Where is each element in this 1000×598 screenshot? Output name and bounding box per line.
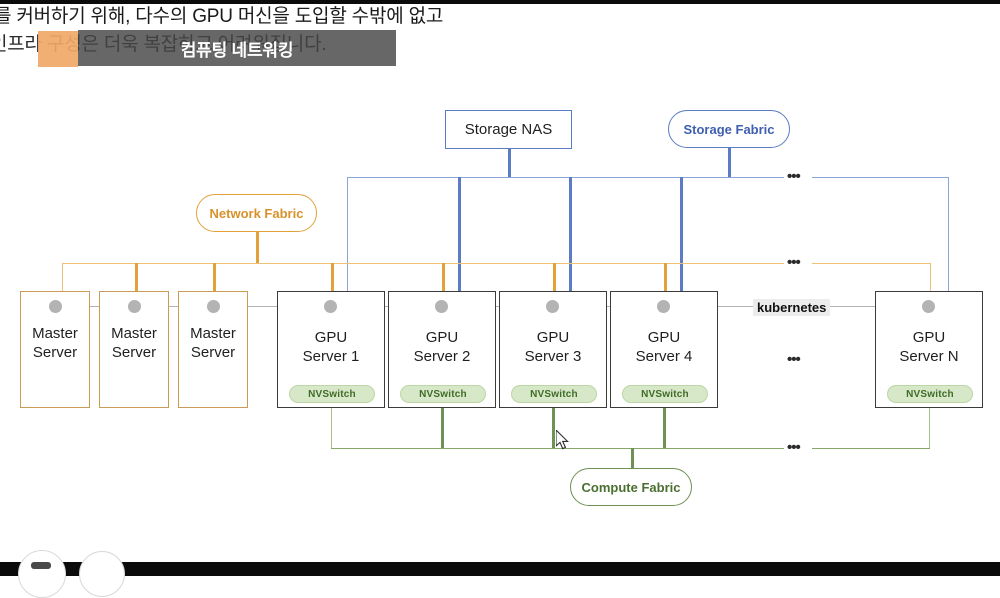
kubernetes-label: kubernetes <box>753 299 831 316</box>
storage-nas-drop-line <box>508 149 511 178</box>
storage-fabric-node[interactable]: Storage Fabric <box>668 110 790 148</box>
storage-bus-right-elbow <box>948 177 949 291</box>
master-server-3-line-2: Server <box>190 344 236 361</box>
gpu-server-1-nvswitch: NVSwitch <box>289 385 375 403</box>
storage-bus-ellipsis: ••• <box>787 168 801 185</box>
caption-text: 컴퓨팅 네트워킹 <box>180 40 294 60</box>
storage-nas-label: Storage NAS <box>464 121 553 138</box>
compute-fabric-drop-line <box>631 448 634 470</box>
storage-drop-gpu-2 <box>458 177 461 291</box>
server-row-ellipsis: ••• <box>787 351 801 368</box>
gpu-server-2-node-dot <box>435 300 448 313</box>
network-fabric-drop-line <box>256 232 259 263</box>
compute-drop-gpu-4 <box>663 408 666 448</box>
compute-drop-gpu-2 <box>441 408 444 448</box>
compute-bus-right <box>812 448 930 449</box>
player-avatar-bubble-1[interactable] <box>18 550 66 598</box>
video-letterbox-top <box>0 0 1000 4</box>
compute-drop-gpu-n <box>929 408 930 448</box>
compute-fabric-label: Compute Fabric <box>581 479 681 495</box>
network-bus-left-elbow <box>62 263 63 291</box>
network-fabric-label: Network Fabric <box>209 205 304 221</box>
gpu-server-3-line-2: Server 3 <box>524 348 582 365</box>
storage-drop-gpu-3 <box>569 177 572 291</box>
gpu-server-2-line-1: GPU <box>425 329 459 346</box>
network-bus-right <box>812 263 930 264</box>
player-avatar-bubble-1-inner <box>31 562 51 569</box>
network-drop-gpu-3 <box>553 263 556 291</box>
storage-fabric-drop-line <box>728 148 731 178</box>
master-server-2-node-dot <box>128 300 141 313</box>
network-bus-left <box>62 263 784 264</box>
caption-overlay: 컴퓨팅 네트워킹 <box>78 30 396 66</box>
storage-bus-left-elbow <box>347 177 348 291</box>
gpu-server-4-node-dot <box>657 300 670 313</box>
storage-nas-node[interactable]: Storage NAS <box>445 110 572 149</box>
gpu-server-2-nvswitch: NVSwitch <box>400 385 486 403</box>
compute-bus-ellipsis: ••• <box>787 439 801 456</box>
gpu-server-n-nvswitch-label: NVSwitch <box>906 388 954 400</box>
gpu-server-n-line-1: GPU <box>912 329 946 346</box>
network-fabric-node[interactable]: Network Fabric <box>196 194 317 232</box>
master-server-3-line-1: Master <box>190 325 236 342</box>
gpu-server-1-nvswitch-label: NVSwitch <box>308 388 356 400</box>
network-drop-gpu-1 <box>331 263 334 291</box>
player-avatar-bubble-2[interactable] <box>79 551 125 597</box>
video-letterbox-bottom <box>0 562 1000 576</box>
gpu-server-3-nvswitch-label: NVSwitch <box>530 388 578 400</box>
gpu-server-3-line-1: GPU <box>536 329 570 346</box>
network-drop-master-2 <box>213 263 216 291</box>
compute-fabric-node[interactable]: Compute Fabric <box>570 468 692 506</box>
storage-bus-left <box>347 177 784 178</box>
network-bus-right-elbow <box>930 263 931 291</box>
mouse-cursor-icon <box>556 430 569 450</box>
master-server-1-line-2: Server <box>32 344 78 361</box>
orange-highlight-marker <box>38 31 78 67</box>
network-bus-ellipsis: ••• <box>787 254 801 271</box>
gpu-server-2-nvswitch-label: NVSwitch <box>419 388 467 400</box>
gpu-server-1-line-1: GPU <box>314 329 348 346</box>
gpu-server-1-line-2: Server 1 <box>302 348 360 365</box>
gpu-server-4-nvswitch-label: NVSwitch <box>641 388 689 400</box>
gpu-server-n-node-dot <box>922 300 935 313</box>
compute-bus-left <box>331 448 784 449</box>
gpu-server-n-line-2: Server N <box>899 348 959 365</box>
gpu-server-1-node-dot <box>324 300 337 313</box>
master-server-2-line-2: Server <box>111 344 157 361</box>
gpu-server-3-node-dot <box>546 300 559 313</box>
gpu-server-2-line-2: Server 2 <box>413 348 471 365</box>
storage-bus-right <box>812 177 949 178</box>
storage-fabric-label: Storage Fabric <box>683 121 775 137</box>
compute-drop-gpu-1 <box>331 408 332 448</box>
gpu-server-n-nvswitch: NVSwitch <box>887 385 973 403</box>
gpu-server-4-line-2: Server 4 <box>635 348 693 365</box>
network-drop-gpu-4 <box>664 263 667 291</box>
network-drop-master-3 <box>135 263 138 291</box>
storage-drop-gpu-4 <box>680 177 683 291</box>
slide-text-line-1: 를 커버하기 위해, 다수의 GPU 머신을 도입할 수밖에 없고 <box>0 6 444 27</box>
gpu-server-3-nvswitch: NVSwitch <box>511 385 597 403</box>
master-server-1-node-dot <box>49 300 62 313</box>
master-server-1-line-1: Master <box>32 325 78 342</box>
gpu-server-4-nvswitch: NVSwitch <box>622 385 708 403</box>
gpu-server-3[interactable]: GPU Server 3 NVSwitch <box>499 291 607 408</box>
compute-drop-gpu-3 <box>552 408 555 448</box>
network-drop-gpu-2 <box>442 263 445 291</box>
gpu-server-4-line-1: GPU <box>647 329 681 346</box>
master-server-2-line-1: Master <box>111 325 157 342</box>
master-server-3-node-dot <box>207 300 220 313</box>
